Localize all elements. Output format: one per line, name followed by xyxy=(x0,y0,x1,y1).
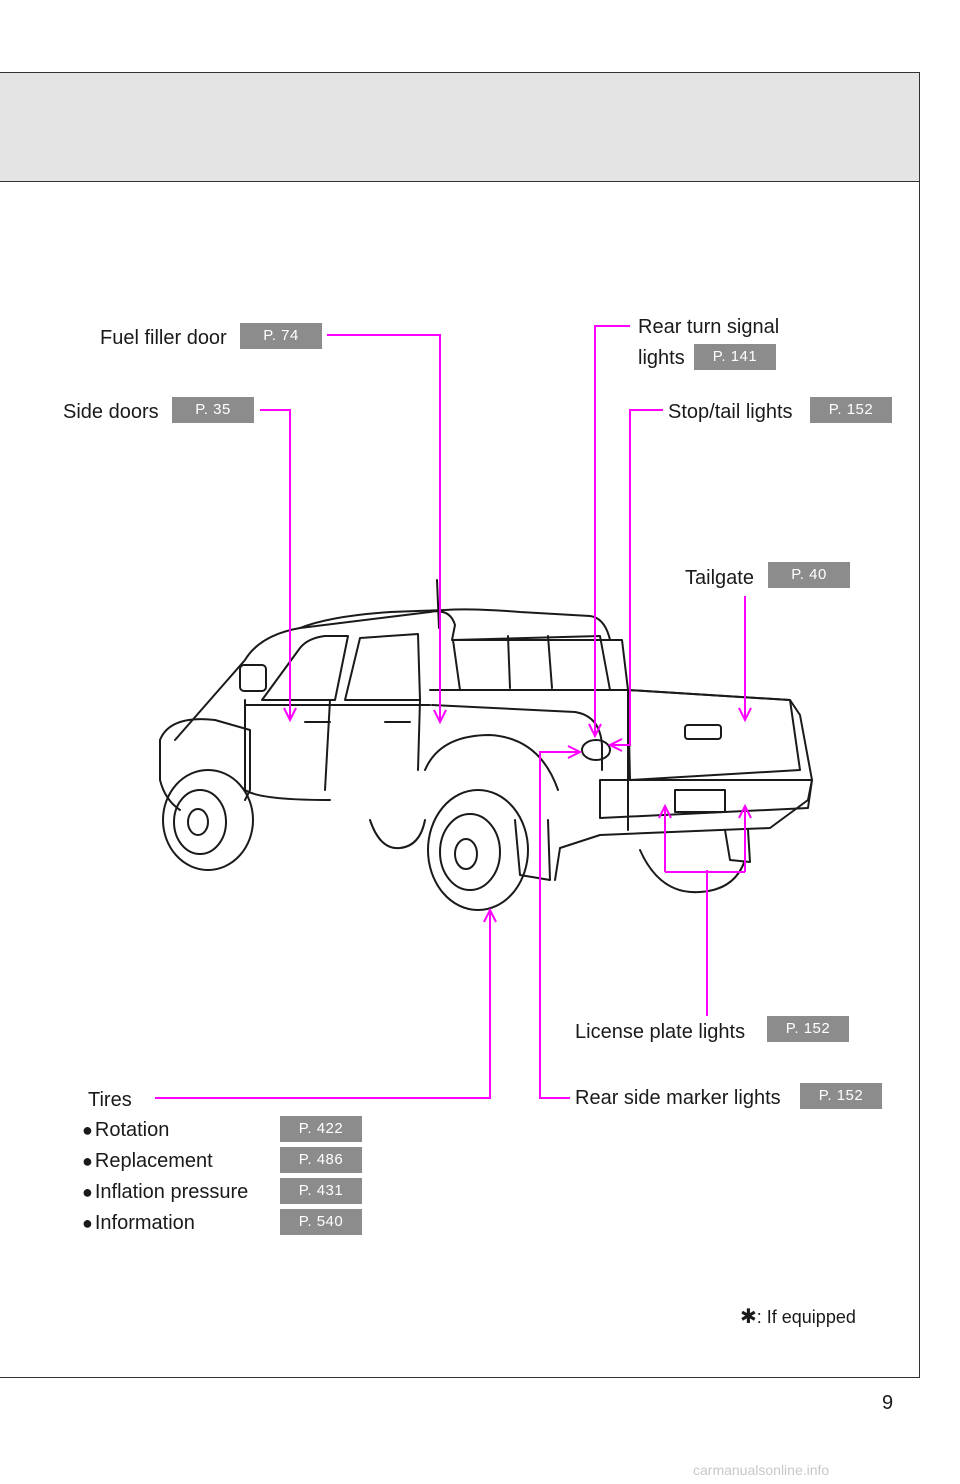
rear-turn-signal-label-line1: Rear turn signal xyxy=(638,316,780,338)
tires-label: Tires xyxy=(88,1089,132,1111)
fuel-filler-door-page-link[interactable]: P. 74 xyxy=(240,323,322,349)
information-page-link[interactable]: P. 540 xyxy=(280,1209,362,1235)
pickup-truck-icon xyxy=(159,579,813,911)
arrow-tires xyxy=(483,907,497,923)
arrow-rear-turn-signal xyxy=(588,723,602,739)
arrow-side-doors xyxy=(283,707,297,723)
page-frame xyxy=(0,72,920,1378)
replacement-page-link[interactable]: P. 486 xyxy=(280,1147,362,1173)
bullet-icon: ● xyxy=(82,1182,93,1202)
arrow-tailgate xyxy=(738,707,752,723)
tires-item-inflation-pressure: ●Inflation pressure xyxy=(82,1180,248,1204)
rear-turn-signal-label-line2: lights xyxy=(638,347,685,369)
side-doors-label: Side doors xyxy=(63,401,159,423)
asterisk-icon: ✱ xyxy=(740,1306,757,1328)
watermark: carmanualsonline.info xyxy=(693,1462,830,1478)
arrow-license-left xyxy=(658,803,672,819)
rotation-label: Rotation xyxy=(94,1119,170,1141)
rear-side-marker-lights-page-link[interactable]: P. 152 xyxy=(800,1083,882,1109)
bullet-icon: ● xyxy=(82,1120,93,1140)
rotation-page-link[interactable]: P. 422 xyxy=(280,1116,362,1142)
stop-tail-lights-label: Stop/tail lights xyxy=(668,401,793,423)
leader-tires xyxy=(155,912,491,1099)
footnote: ✱: If equipped xyxy=(740,1304,856,1329)
rear-side-marker-lights-label: Rear side marker lights xyxy=(575,1087,781,1109)
leader-lines xyxy=(155,325,752,1099)
bullet-icon: ● xyxy=(82,1151,93,1171)
inflation-pressure-page-link[interactable]: P. 431 xyxy=(280,1178,362,1204)
footnote-text: : If equipped xyxy=(756,1307,856,1327)
side-doors-page-link[interactable]: P. 35 xyxy=(172,397,254,423)
replacement-label: Replacement xyxy=(94,1150,213,1172)
license-plate-lights-page-link[interactable]: P. 152 xyxy=(767,1016,849,1042)
license-plate-lights-label: License plate lights xyxy=(575,1021,746,1043)
leader-fuel-filler-door xyxy=(327,334,441,720)
fuel-filler-door-label: Fuel filler door xyxy=(100,327,227,349)
tailgate-page-link[interactable]: P. 40 xyxy=(768,562,850,588)
page-number: 9 xyxy=(882,1392,894,1414)
tailgate-label: Tailgate xyxy=(685,567,754,589)
arrow-fuel-filler-door xyxy=(433,709,447,725)
tires-item-replacement: ●Replacement xyxy=(82,1149,213,1173)
leader-rear-turn-signal xyxy=(594,325,630,735)
arrow-stop-tail-lights xyxy=(607,738,623,752)
leader-rear-side-marker xyxy=(539,751,578,1099)
stop-tail-lights-page-link[interactable]: P. 152 xyxy=(810,397,892,423)
tires-item-information: ●Information xyxy=(82,1211,195,1235)
information-label: Information xyxy=(94,1212,195,1234)
rear-turn-signal-page-link[interactable]: P. 141 xyxy=(694,344,776,370)
bullet-icon: ● xyxy=(82,1213,93,1233)
arrow-license-right xyxy=(738,803,752,819)
leader-stop-tail-lights xyxy=(612,409,663,746)
header-band xyxy=(0,72,920,182)
leader-side-doors xyxy=(260,409,291,718)
tires-item-rotation: ●Rotation xyxy=(82,1118,169,1142)
arrow-rear-side-marker xyxy=(567,745,583,759)
inflation-pressure-label: Inflation pressure xyxy=(94,1181,249,1203)
